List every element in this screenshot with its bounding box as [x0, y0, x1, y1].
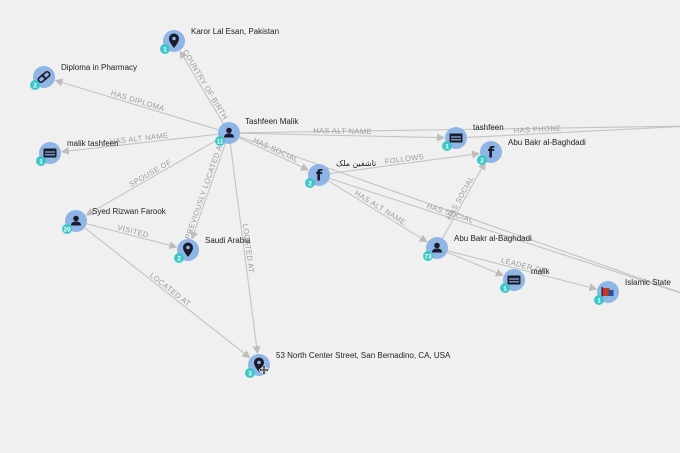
count-badge-text: 1	[163, 46, 167, 53]
edge-label-visited: VISITED	[117, 223, 150, 240]
count-badge	[36, 156, 46, 166]
edge-syed-address[interactable]	[84, 227, 251, 359]
edge-label-has-diploma: HAS DIPLOMA	[110, 88, 166, 113]
node-saudi[interactable]: 2 Saudi Arabia	[174, 236, 251, 263]
node-address[interactable]: 3 53 North Center Street, San Bernadino, …	[245, 351, 451, 378]
node-malik-alt[interactable]: 1 malik	[500, 267, 551, 293]
count-badge-text: 2	[480, 157, 484, 164]
edge-label-has-alt-name: HAS ALT NAME	[313, 126, 372, 136]
edge-tashfeen-saudi[interactable]	[190, 143, 226, 240]
person-icon	[432, 242, 442, 253]
node-tashfeen[interactable]: 11 Tashfeen Malik	[215, 117, 299, 146]
id-card-icon	[449, 133, 463, 143]
edge-syed-saudi[interactable]	[86, 223, 178, 250]
node-malik-tashfeen[interactable]: 1 malik tashfeen	[36, 139, 119, 166]
edge-tashfeen-fb1[interactable]	[238, 137, 310, 171]
organization-flag-icon	[601, 287, 614, 298]
edge-tashfeen_alt-offscreen[interactable]	[466, 125, 680, 138]
edge-tashfeen-offscreen2[interactable]	[239, 136, 680, 296]
count-badge-text: 2	[308, 180, 312, 187]
person-icon	[71, 215, 81, 226]
count-badge	[245, 368, 255, 378]
count-badge-text: 1	[597, 297, 601, 304]
edge-label-has-alt-name: HAS ALT NAME	[353, 188, 408, 227]
node-tashfeen-alt[interactable]: 1 tashfeen	[442, 123, 504, 151]
count-badge-text: 11	[217, 138, 224, 145]
edge-tashfeen-syed[interactable]	[85, 138, 220, 216]
id-card-icon	[507, 275, 521, 285]
edge-fb1-abu[interactable]	[328, 180, 428, 243]
count-badge-text: 20	[63, 226, 71, 233]
edge-fb1-fb2[interactable]	[329, 150, 481, 175]
edge-label-located-at: LOCATED AT	[148, 271, 193, 309]
node-label: 53 North Center Street, San Bernadino, C…	[276, 351, 451, 360]
edge-label-has-social: HAS SOCIAL	[252, 135, 300, 164]
node-label: تاشفین ملک	[336, 159, 376, 168]
count-badge-text: 3	[248, 370, 252, 377]
count-badge-text: 1	[503, 285, 507, 292]
node-label: Syed Rizwan Farook	[92, 207, 167, 216]
facebook-icon: f	[316, 167, 323, 185]
edge-label-has-phone: HAS PHONE	[514, 124, 562, 135]
edge-tashfeen-address[interactable]	[229, 143, 261, 355]
edge-tashfeen-karor[interactable]	[179, 50, 224, 124]
svg-text:f: f	[316, 167, 323, 185]
edge-label-located-at: LOCATED AT	[241, 223, 256, 273]
person-icon	[224, 127, 234, 138]
node-label: Saudi Arabia	[205, 236, 251, 245]
count-badge	[174, 253, 184, 263]
count-badge	[30, 80, 40, 90]
node-label: Islamic State	[625, 278, 671, 287]
count-badge	[442, 141, 452, 151]
node-label: tashfeen	[473, 123, 504, 132]
node-label: malik	[531, 267, 551, 276]
count-badge-text: 1	[39, 158, 43, 165]
count-badge	[423, 251, 433, 261]
count-badge	[62, 224, 72, 234]
count-badge	[215, 136, 225, 146]
node-abu[interactable]: 73 Abu Bakr al-Baghdadi	[423, 234, 532, 261]
count-badge-text: 2	[33, 82, 37, 89]
node-karor[interactable]: 1 Karor Lal Esan, Pakistan	[160, 27, 279, 54]
move-cursor-icon	[258, 364, 270, 376]
count-badge	[477, 155, 487, 165]
edge-tashfeen-malik_tashfeen[interactable]	[60, 133, 219, 155]
count-badge-text: 73	[424, 253, 432, 260]
count-badge	[305, 178, 315, 188]
edge-fb1-offscreen2[interactable]	[329, 177, 680, 296]
node-label: Abu Bakr al-Baghdadi	[508, 138, 586, 147]
location-pin-icon	[183, 242, 194, 257]
diploma-icon	[37, 71, 51, 83]
count-badge-text: 1	[445, 143, 449, 150]
edge-tashfeen-offscreen[interactable]	[239, 125, 680, 134]
svg-text:f: f	[488, 144, 495, 162]
node-label: Abu Bakr al-Baghdadi	[454, 234, 532, 243]
node-label: Tashfeen Malik	[245, 117, 299, 126]
edge-label-previously-located-at: PREVIOUSLY LOCATED AT	[183, 140, 226, 240]
node-fb2[interactable]: f2 Abu Bakr al-Baghdadi	[477, 138, 586, 165]
facebook-icon: f	[488, 144, 495, 162]
node-fb1[interactable]: f2 تاشفین ملک	[305, 159, 376, 188]
count-badge-text: 2	[177, 255, 181, 262]
node-syed[interactable]: 20 Syed Rizwan Farook	[62, 207, 167, 234]
id-card-icon	[43, 148, 57, 158]
count-badge	[500, 283, 510, 293]
edge-tashfeen-tashfeen_alt[interactable]	[239, 132, 446, 142]
count-badge	[160, 44, 170, 54]
node-islamic[interactable]: 1 Islamic State	[594, 278, 671, 305]
edge-abu-malik_alt[interactable]	[446, 251, 504, 277]
edge-abu-islamic[interactable]	[447, 250, 598, 292]
node-label: Karor Lal Esan, Pakistan	[191, 27, 279, 36]
edge-tashfeen-diploma[interactable]	[54, 78, 219, 131]
edge-abu-fb2[interactable]	[441, 161, 486, 239]
node-label: Diploma in Pharmacy	[61, 63, 137, 72]
node-label: malik tashfeen	[67, 139, 119, 148]
edge-label-spouse-of: SPOUSE OF	[127, 157, 173, 188]
location-pin-icon	[169, 33, 179, 48]
count-badge	[594, 295, 604, 305]
node-diploma[interactable]: 2 Diploma in Pharmacy	[30, 63, 137, 90]
edge-label-country-of-birth: COUNTRY OF BIRTH	[181, 48, 230, 121]
